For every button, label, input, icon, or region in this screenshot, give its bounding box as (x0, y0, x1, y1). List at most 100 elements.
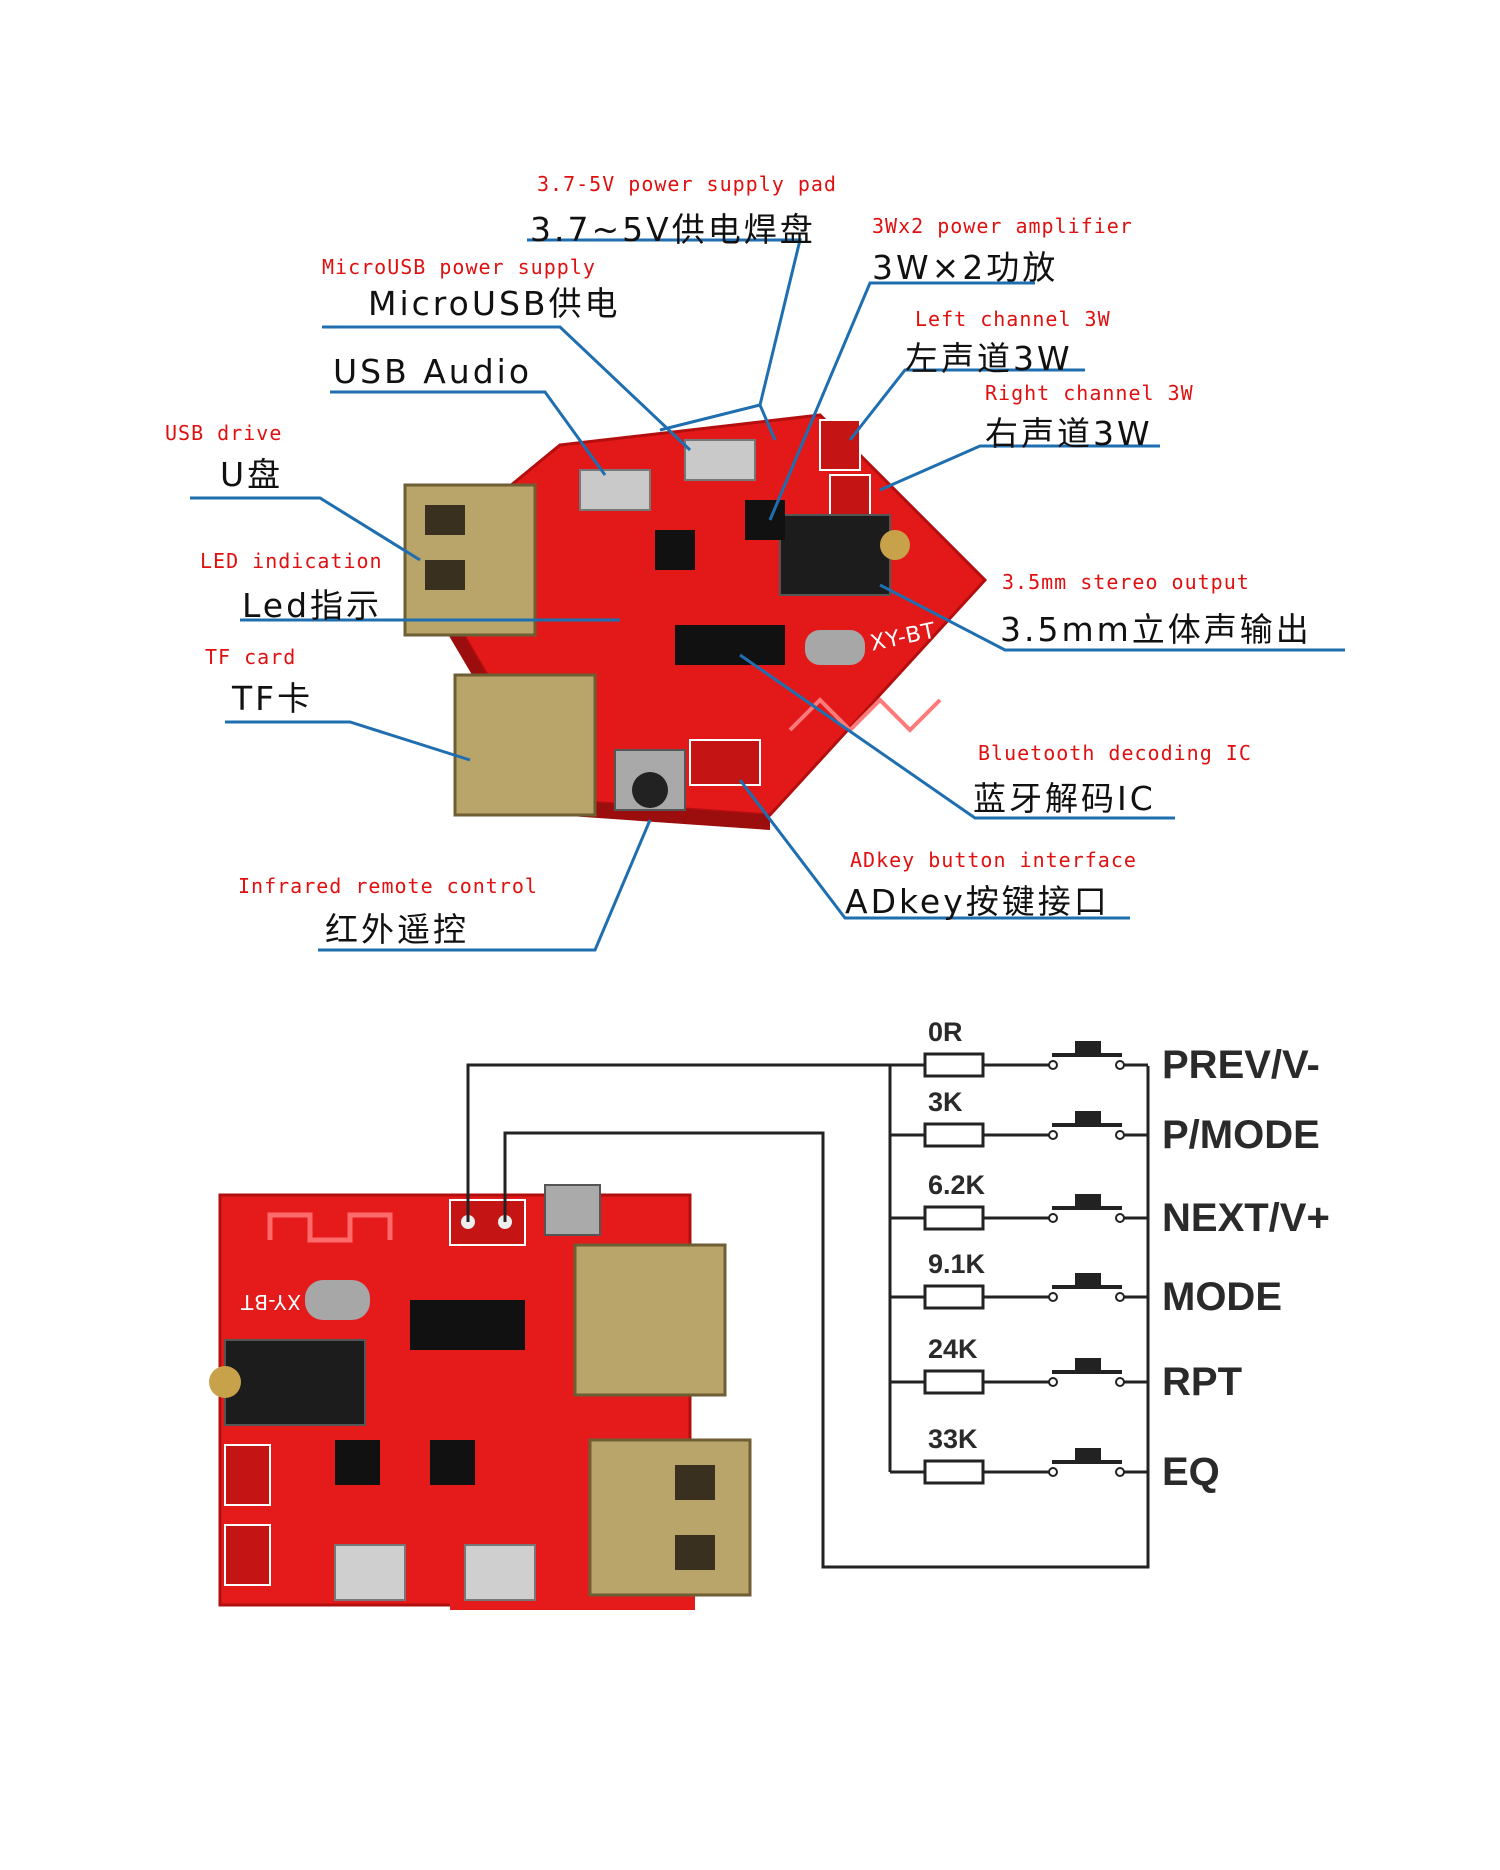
switch-contact-left-3 (1048, 1292, 1058, 1302)
label-right-en: Right channel 3W (985, 381, 1194, 405)
switch-contact-left-5 (1048, 1467, 1058, 1477)
leader-power-pad (527, 238, 802, 432)
label-tf-en: TF card (205, 645, 297, 669)
antenna-trace-bottom (267, 1212, 393, 1243)
switch-cap-2 (1075, 1194, 1101, 1208)
switch-contact-left-1 (1048, 1130, 1058, 1140)
label-microusb-cn: MicroUSB供电 (368, 284, 621, 323)
label-left-cn: 左声道3W (905, 339, 1073, 378)
board-top-illustration (190, 238, 1345, 952)
resistor-value-1: 3K (928, 1087, 963, 1117)
wire-adkey-2 (503, 1066, 1150, 1569)
micro-usb-port-power (684, 439, 756, 481)
leader-udrive (190, 496, 421, 562)
switch-contact-right-1 (1115, 1130, 1125, 1140)
label-udrive-cn: U盘 (220, 455, 284, 494)
amp-ic-bottom-1 (335, 1440, 380, 1485)
micro-usb-bottom-audio (464, 1544, 536, 1601)
label-adkey-en: ADkey button interface (850, 848, 1137, 872)
resistor-value-5: 33K (928, 1424, 978, 1454)
audio-jack-bottom (224, 1339, 366, 1426)
tf-card-slot-bottom (573, 1243, 727, 1397)
label-bt-ic-cn: 蓝牙解码IC (973, 779, 1156, 818)
adkey-pads-bottom (449, 1199, 526, 1246)
amp-ic-bottom-2 (430, 1440, 475, 1485)
leader-left (848, 368, 1085, 441)
leader-ir (318, 819, 652, 952)
switch-contact-left-4 (1048, 1377, 1058, 1387)
board-silk-bottom: XY-BT (240, 1290, 301, 1314)
leader-tf (225, 720, 471, 762)
leader-adkey (738, 779, 1130, 920)
leader-power-pad-2 (758, 404, 777, 441)
label-left-en: Left channel 3W (915, 307, 1111, 331)
switch-contact-left-0 (1048, 1060, 1058, 1070)
leader-stereo (879, 583, 1345, 652)
resistor-0 (923, 1052, 985, 1078)
switch-cap-0 (1075, 1041, 1101, 1055)
adkey-pads (689, 739, 761, 786)
button-label-0: PREV/V- (1162, 1043, 1320, 1087)
r-out-pads (224, 1444, 271, 1506)
amplifier-ic-2 (745, 500, 785, 540)
button-label-1: P/MODE (1162, 1113, 1320, 1157)
label-right-cn: 右声道3W (985, 414, 1153, 453)
switch-cap-5 (1075, 1448, 1101, 1462)
l-out-pads (224, 1524, 271, 1586)
usb-a-port-bottom (588, 1438, 752, 1597)
micro-usb-bottom-power (334, 1544, 406, 1601)
resistor-value-0: 0R (928, 1017, 963, 1047)
label-power-pad-en: 3.7-5V power supply pad (537, 172, 837, 196)
right-channel-pads (819, 419, 861, 471)
label-led-cn: Led指示 (242, 586, 383, 625)
label-ir-en: Infrared remote control (238, 874, 538, 898)
switch-contact-right-3 (1115, 1292, 1125, 1302)
crystal-bottom (305, 1280, 370, 1320)
resistor-value-3: 9.1K (928, 1249, 986, 1279)
resistor-1 (923, 1122, 985, 1148)
switch-contact-right-4 (1115, 1377, 1125, 1387)
pcb-board-bottom (218, 1193, 692, 1607)
switch-contact-left-2 (1048, 1213, 1058, 1223)
label-tf-cn: TF卡 (232, 679, 314, 718)
amplifier-ic-1 (655, 530, 695, 570)
leader-usb-audio (330, 390, 607, 476)
switch-contact-right-5 (1115, 1467, 1125, 1477)
tf-card-slot (453, 673, 597, 817)
decoding-ic-bottom (410, 1300, 525, 1350)
button-label-2: NEXT/V+ (1162, 1196, 1330, 1240)
button-label-5: EQ (1162, 1450, 1220, 1494)
label-amp-cn: 3W×2功放 (872, 248, 1059, 287)
label-microusb-en: MicroUSB power supply (322, 255, 596, 279)
label-amp-en: 3Wx2 power amplifier (872, 214, 1133, 238)
bluetooth-decoding-ic (675, 625, 785, 665)
resistor-4 (923, 1369, 985, 1395)
label-led-en: LED indication (200, 549, 383, 573)
label-udrive-en: USB drive (165, 421, 283, 445)
leader-microusb (322, 325, 692, 452)
label-usb-audio: USB Audio (333, 352, 533, 391)
resistor-3 (923, 1284, 985, 1310)
audio-jack-top (779, 514, 891, 596)
resistor-value-4: 24K (928, 1334, 978, 1364)
ir-receiver-bottom (544, 1184, 601, 1236)
leader-right (879, 444, 1160, 492)
switch-contact-right-2 (1115, 1213, 1125, 1223)
wire-adkey-1 (466, 1063, 915, 1222)
label-stereo-en: 3.5mm stereo output (1002, 570, 1250, 594)
micro-usb-port-audio (579, 469, 651, 511)
label-adkey-cn: ADkey按键接口 (845, 882, 1110, 921)
label-power-pad-cn: 3.7~5V供电焊盘 (530, 210, 816, 249)
pcb-bottom-ext (450, 1585, 695, 1610)
leader-amp (768, 281, 1035, 521)
button-label-4: RPT (1162, 1360, 1242, 1404)
label-ir-cn: 红外遥控 (325, 910, 469, 949)
leader-bt-ic (739, 653, 1175, 820)
switch-contact-right-0 (1115, 1060, 1125, 1070)
usb-a-port (403, 483, 537, 637)
button-label-3: MODE (1162, 1275, 1282, 1319)
switch-cap-1 (1075, 1111, 1101, 1125)
label-stereo-cn: 3.5mm立体声输出 (1000, 610, 1312, 649)
resistor-2 (923, 1205, 985, 1231)
switch-cap-4 (1075, 1358, 1101, 1372)
